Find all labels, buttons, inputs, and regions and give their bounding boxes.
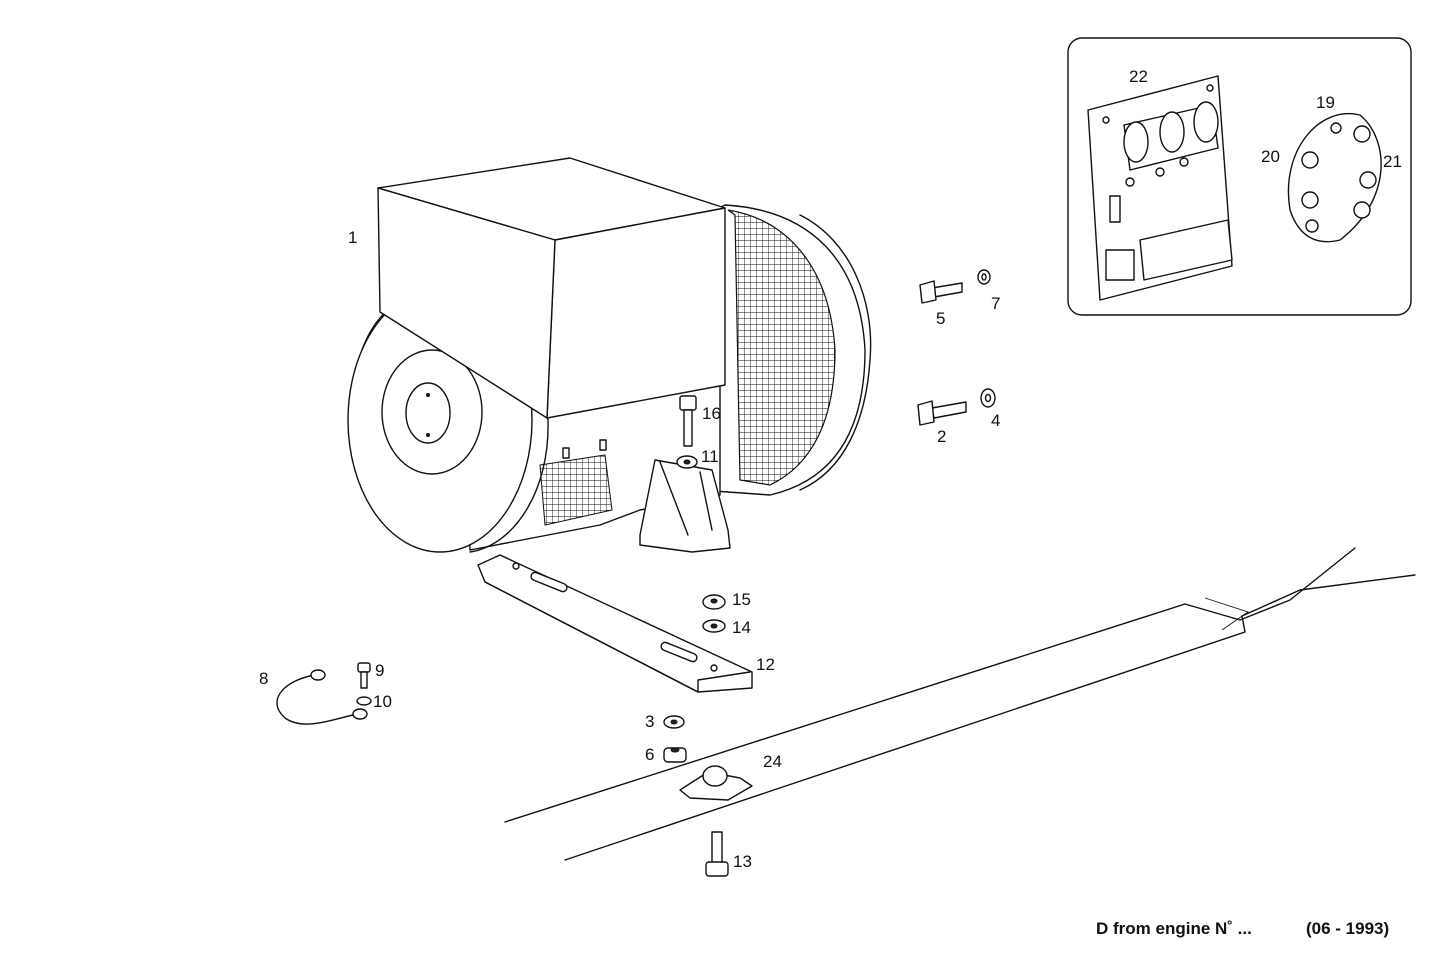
label-part-19: 19 bbox=[1316, 93, 1335, 112]
label-part-24: 24 bbox=[763, 752, 782, 771]
alternator-assembly bbox=[347, 157, 872, 553]
detail-inset bbox=[1067, 37, 1412, 316]
footer-note: D from engine N˚ ... bbox=[1096, 919, 1252, 938]
footer-date: (06 - 1993) bbox=[1306, 919, 1389, 938]
label-part-1: 1 bbox=[348, 228, 357, 247]
label-part-20: 20 bbox=[1261, 147, 1280, 166]
label-part-15: 15 bbox=[732, 590, 751, 609]
label-part-21: 21 bbox=[1383, 152, 1402, 171]
label-part-6: 6 bbox=[645, 745, 654, 764]
label-part-14: 14 bbox=[732, 618, 751, 637]
label-part-9: 9 bbox=[375, 661, 384, 680]
label-part-11: 11 bbox=[701, 447, 719, 466]
label-part-8: 8 bbox=[259, 669, 268, 688]
hardware bbox=[276, 269, 996, 877]
label-part-10: 10 bbox=[373, 692, 392, 711]
part-labels: 1 5 7 2 4 16 11 15 14 12 8 9 10 3 6 24 1… bbox=[259, 67, 1402, 871]
label-part-5: 5 bbox=[936, 309, 945, 328]
mounting-bracket bbox=[477, 554, 753, 693]
label-part-13: 13 bbox=[733, 852, 752, 871]
label-part-16: 16 bbox=[702, 404, 721, 423]
label-part-22: 22 bbox=[1129, 67, 1148, 86]
label-part-4: 4 bbox=[991, 411, 1000, 430]
label-part-2: 2 bbox=[937, 427, 946, 446]
label-part-3: 3 bbox=[645, 712, 654, 731]
baseframe-rails bbox=[504, 547, 1416, 861]
label-part-12: 12 bbox=[756, 655, 775, 674]
label-part-7: 7 bbox=[991, 294, 1000, 313]
